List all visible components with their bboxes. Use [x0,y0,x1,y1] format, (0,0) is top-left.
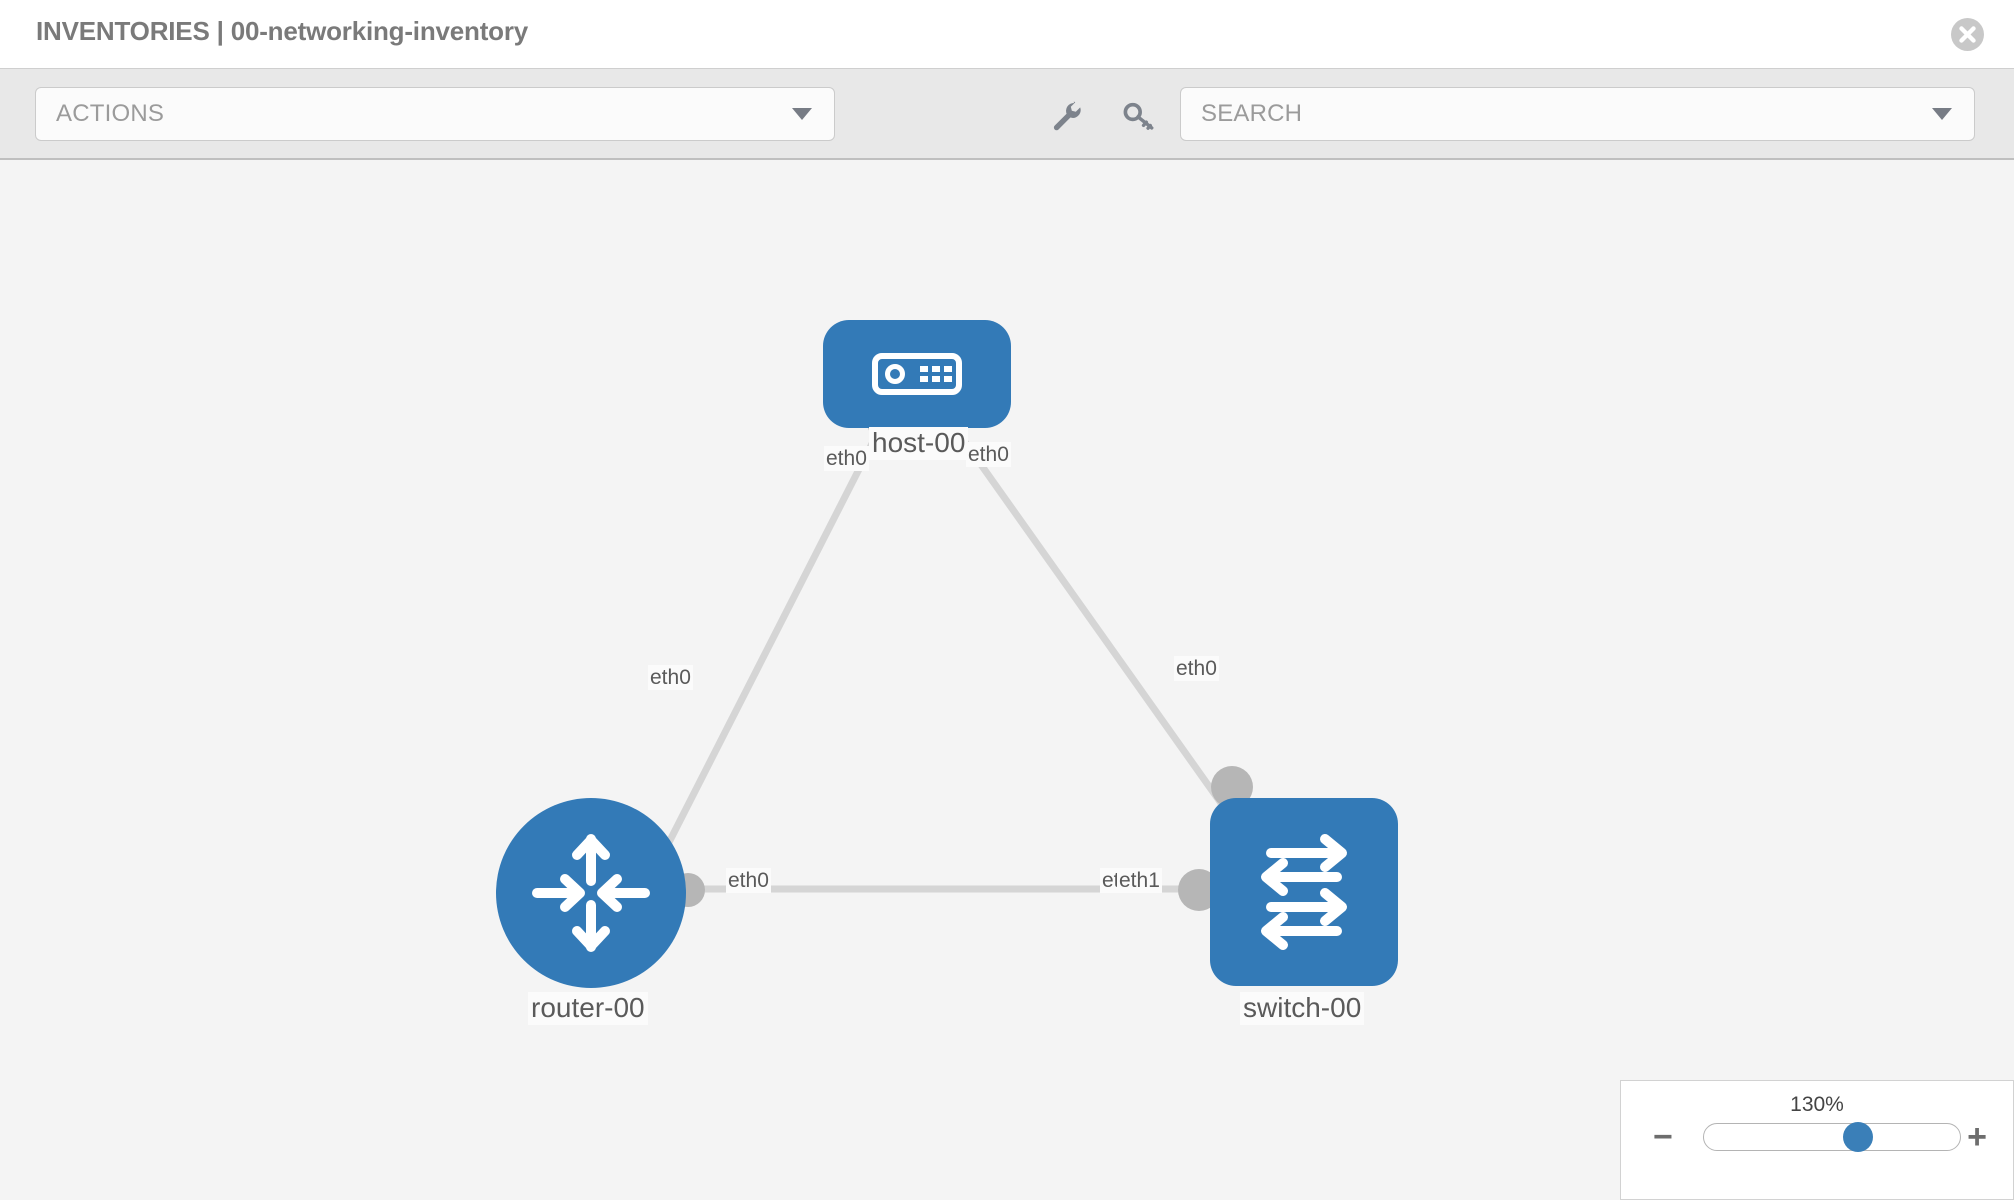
node-label-host-00: host-00 [869,427,969,460]
toolbar: ACTIONS SEARCH [0,68,2014,160]
key-icon[interactable] [1122,99,1156,133]
edge-label: eth0 [824,446,869,472]
zoom-level-label: 130% [1790,1093,1844,1116]
node-label-switch-00: switch-00 [1240,992,1365,1025]
chevron-down-icon[interactable] [1932,108,1952,120]
node-switch-00[interactable] [1210,798,1398,986]
chevron-down-icon [792,108,812,120]
edge-label: eth0 [1174,656,1219,682]
topology-edges [656,408,1253,911]
router-arrows-icon [532,834,650,952]
wrench-icon[interactable] [1050,99,1084,133]
node-label-router-00: router-00 [528,992,648,1025]
search-placeholder: SEARCH [1201,100,1303,127]
edge-label: eth0 [726,868,771,894]
topology-canvas[interactable]: eth0 eth0 eth0 eth0 eth0 eth eth1 host-0… [0,160,2014,1200]
edge-host-router [656,426,884,862]
search-input[interactable]: SEARCH [1180,87,1975,141]
actions-dropdown-label: ACTIONS [56,100,165,127]
edge-host-switch [952,425,1243,833]
port-switch-top [1211,766,1253,808]
edge-label: eth0 [966,442,1011,468]
zoom-slider[interactable] [1703,1122,1961,1152]
switch-arrows-icon [1261,834,1347,950]
zoom-control-panel: 130% − + [1620,1080,2014,1200]
zoom-slider-thumb[interactable] [1842,1122,1873,1152]
edge-label: eth1 [1117,868,1162,894]
node-router-00[interactable] [496,798,686,988]
node-host-00[interactable] [823,320,1011,428]
page-title: INVENTORIES | 00-networking-inventory [36,16,529,46]
edge-label: eth0 [648,665,693,691]
page-header: INVENTORIES | 00-networking-inventory [0,0,2014,68]
port-switch-left [1178,869,1220,911]
actions-dropdown[interactable]: ACTIONS [35,87,835,141]
close-icon[interactable] [1951,18,1984,51]
zoom-in-button[interactable]: + [1967,1118,1987,1156]
server-icon [872,353,962,395]
zoom-out-button[interactable]: − [1653,1118,1673,1156]
